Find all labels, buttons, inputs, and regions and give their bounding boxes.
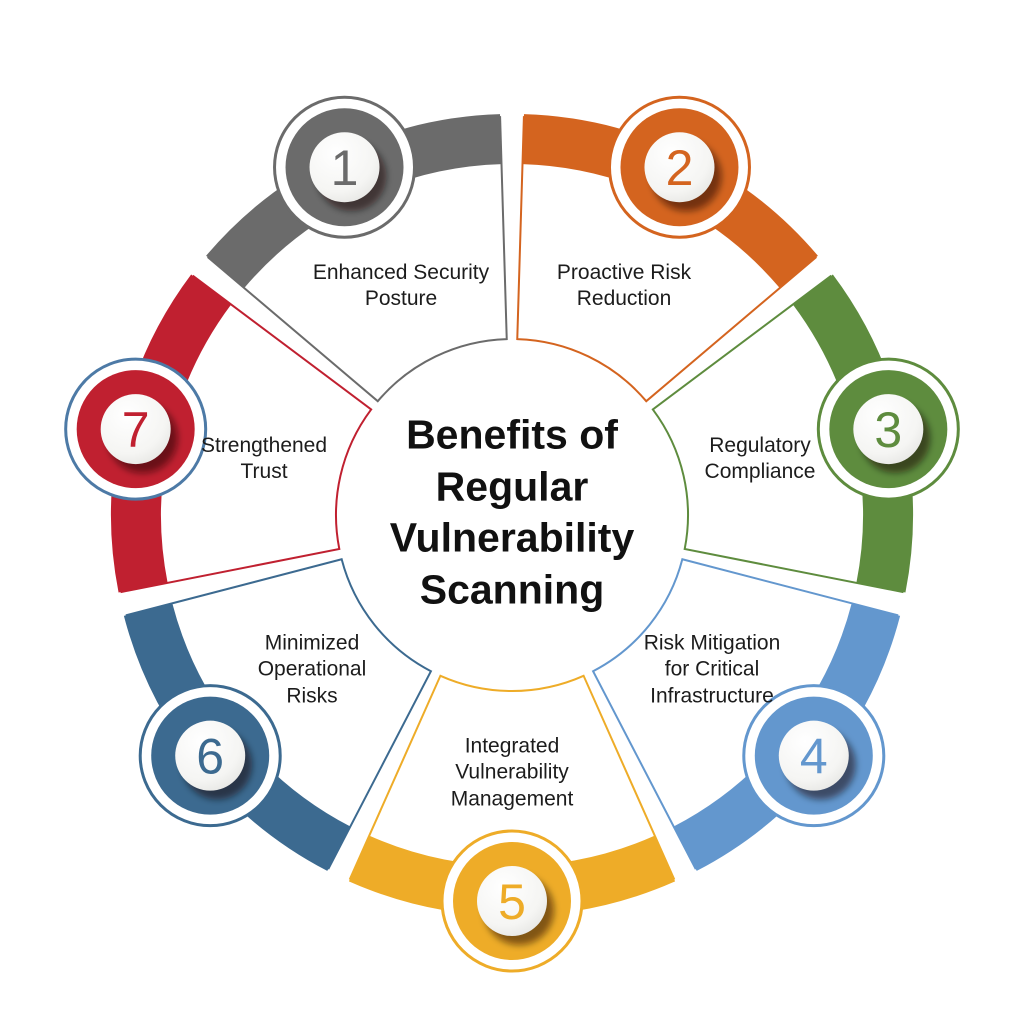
segment-4-badge: 4 bbox=[742, 684, 886, 828]
segment-6-badge: 6 bbox=[138, 684, 282, 828]
segment-2-badge: 2 bbox=[607, 95, 751, 239]
diagram-title: Benefits of Regular Vulnerability Scanni… bbox=[389, 411, 635, 613]
segment-4-number: 4 bbox=[800, 729, 828, 785]
segment-5-number: 5 bbox=[498, 874, 526, 930]
segment-2-badge-disc bbox=[644, 132, 715, 203]
segment-1-badge-disc bbox=[309, 132, 380, 203]
segment-1-badge: 1 bbox=[273, 95, 417, 239]
wheel-wedges-layer bbox=[111, 114, 913, 916]
segment-3-badge: 3 bbox=[816, 357, 960, 501]
segment-4-label: Risk Mitigation for Critical Infrastruct… bbox=[643, 631, 781, 708]
segment-2-number: 2 bbox=[666, 140, 694, 196]
segment-6-badge-disc bbox=[175, 720, 246, 791]
segment-6-number: 6 bbox=[196, 729, 224, 785]
segment-3-number: 3 bbox=[874, 402, 902, 458]
segment-7-badge-disc bbox=[100, 394, 171, 465]
segment-5-label: Integrated Vulnerability Management bbox=[450, 734, 574, 811]
segment-7-label: Strengthened Trust bbox=[200, 433, 328, 483]
wheel-badges-layer: 1 2 3 4 5 6 7 bbox=[64, 95, 960, 973]
segment-2-label: Proactive Risk Reduction bbox=[556, 260, 692, 310]
segment-3-badge-disc bbox=[853, 394, 924, 465]
segment-1-number: 1 bbox=[331, 140, 359, 196]
segment-4-badge-disc bbox=[778, 720, 849, 791]
segment-5-badge: 5 bbox=[440, 829, 584, 973]
segment-3-label: Regulatory Compliance bbox=[704, 433, 816, 483]
segment-5-badge-disc bbox=[477, 866, 547, 936]
segment-7-badge: 7 bbox=[64, 357, 208, 501]
segment-1-label: Enhanced Security Posture bbox=[312, 260, 490, 310]
segment-6-label: Minimized Operational Risks bbox=[257, 631, 367, 708]
segment-7-number: 7 bbox=[122, 402, 150, 458]
